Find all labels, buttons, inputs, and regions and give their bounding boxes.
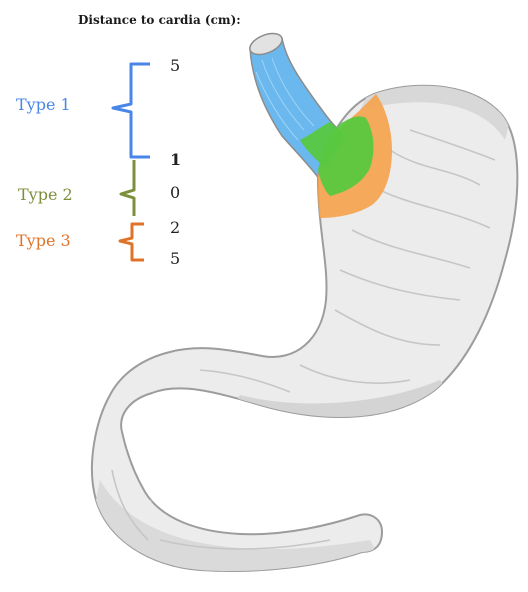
scale-value-2: 2	[170, 218, 180, 237]
type3-bracket	[120, 224, 144, 260]
type3-label: Type 3	[16, 231, 71, 250]
type2-bracket	[121, 160, 134, 216]
type1-label: Type 1	[16, 95, 71, 114]
type1-bracket	[113, 64, 150, 157]
scale-value-5-bottom: 5	[170, 249, 180, 268]
scale-value-0: 0	[170, 183, 180, 202]
type2-label: Type 2	[18, 185, 73, 204]
scale-value-5-top: 5	[170, 56, 180, 75]
scale-value-1: 1	[170, 150, 181, 169]
distance-heading: Distance to cardia (cm):	[78, 13, 241, 27]
